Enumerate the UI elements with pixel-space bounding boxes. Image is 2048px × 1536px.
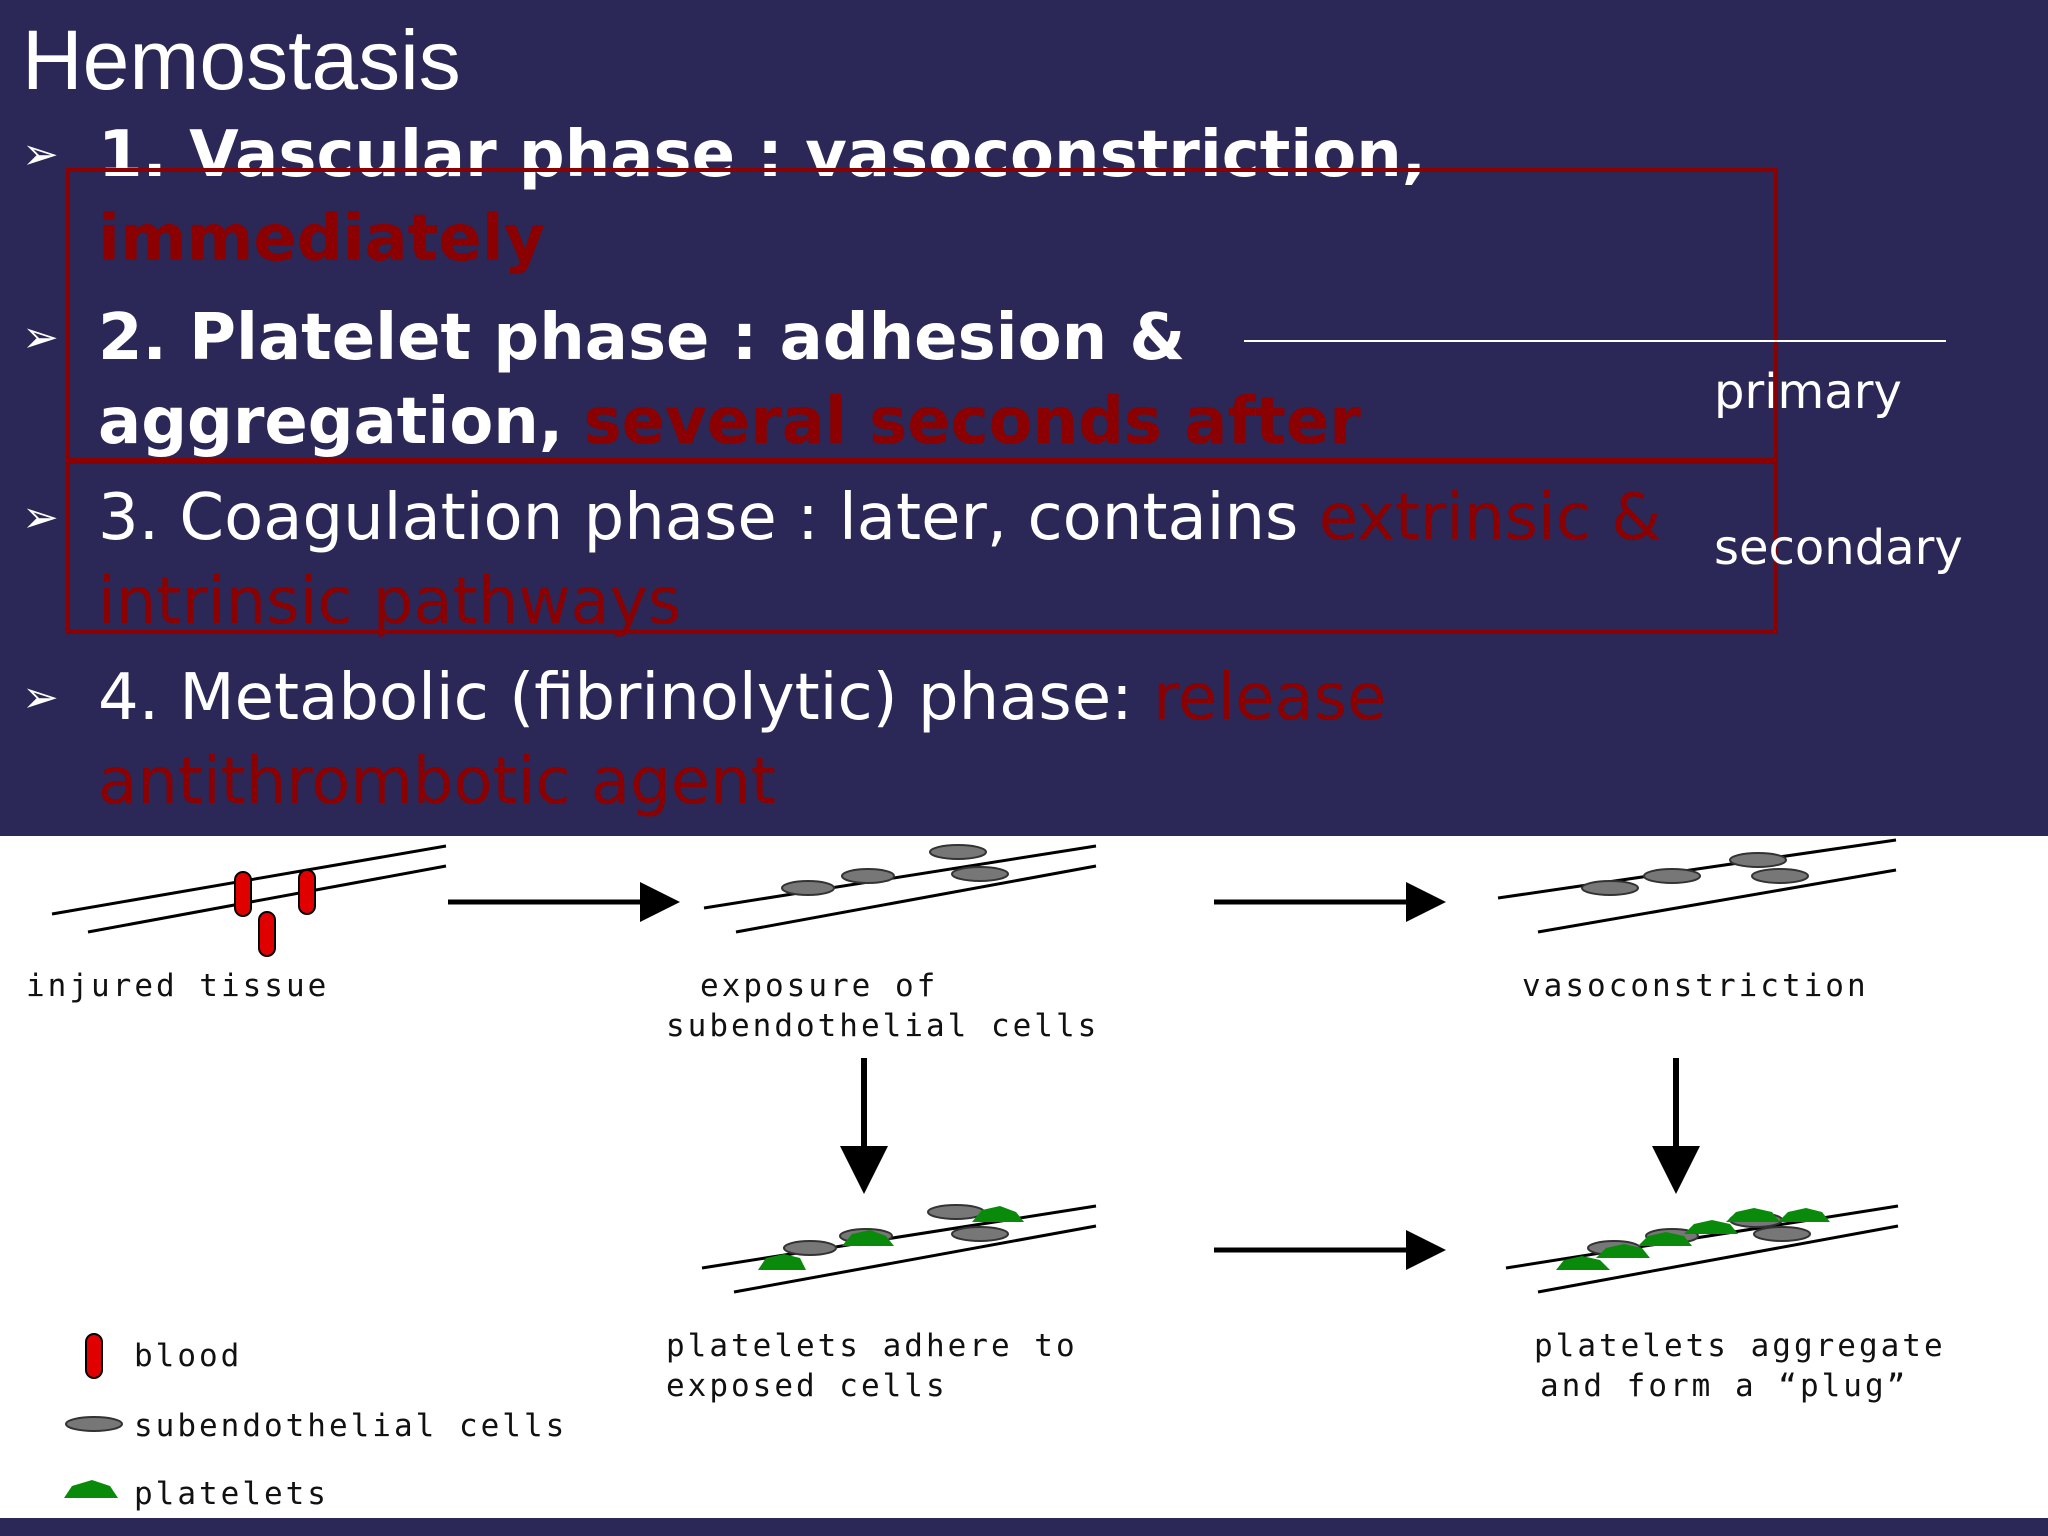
subendothelial-cell-icon	[781, 880, 835, 896]
caption-aggregate-line1: platelets aggregate	[1534, 1328, 1946, 1364]
platelet-icon	[758, 1254, 806, 1270]
panel-vasoconstriction: vasoconstriction	[1497, 838, 1897, 1004]
platelet-icon	[1778, 1208, 1830, 1222]
platelet-icon	[1684, 1220, 1738, 1234]
diagram-legend: blood subendothelial cells platelets	[64, 1333, 567, 1512]
secondary-hemostasis-box	[66, 460, 1778, 634]
platelet-icon	[842, 1230, 894, 1246]
bullet-platelet-text: 2. Platelet phase : adhesion & aggregati…	[98, 301, 1186, 459]
subendothelial-cell-icon	[841, 868, 895, 884]
legend-subendothelial-label: subendothelial cells	[134, 1408, 567, 1444]
bullet-marker-4: ➢	[22, 672, 59, 723]
subendothelial-cell-icon	[951, 866, 1009, 882]
bullet-metabolic-text: 4. Metabolic (fibrinolytic) phase:	[98, 661, 1133, 735]
subendothelial-cell-icon	[951, 1226, 1009, 1242]
primary-label: primary	[1714, 364, 1902, 420]
bullet-coagulation-text: 3. Coagulation phase : later, contains	[98, 481, 1299, 555]
caption-exposure-line2: subendothelial cells	[666, 1008, 1099, 1044]
slide-header-area: Hemostasis ➢ 1. Vascular phase : vasocon…	[22, 13, 1963, 824]
subendothelial-cell-icon	[1753, 1226, 1811, 1242]
diagram-svg: injured tissue exposure of subendothelia…	[26, 838, 1946, 1512]
bullet-metabolic-agent: release antithrombotic agent	[98, 661, 1387, 819]
legend-subendothelial-icon	[65, 1416, 123, 1432]
bullet-marker-1: ➢	[22, 129, 59, 180]
bullet-coagulation-pathways: extrinsic & intrinsic pathways	[98, 481, 1662, 639]
bullet-vascular-text: 1. Vascular phase : vasoconstriction,	[98, 118, 1427, 192]
bullet-vascular-phase: 1. Vascular phase : vasoconstriction, im…	[98, 113, 1798, 281]
panel-injured-tissue: injured tissue	[26, 844, 447, 1004]
legend-blood-label: blood	[134, 1338, 242, 1374]
legend-platelets-label: platelets	[134, 1476, 329, 1512]
caption-vasoconstriction: vasoconstriction	[1522, 968, 1869, 1004]
bullet-marker-2: ➢	[22, 312, 59, 363]
blood-cell-icon	[258, 911, 276, 957]
bullet-vascular-timing: immediately	[98, 202, 546, 276]
legend-blood-icon	[85, 1333, 103, 1379]
footer-bar	[0, 1518, 2048, 1536]
primary-hemostasis-box	[66, 168, 1778, 462]
blood-cell-icon	[234, 871, 252, 917]
caption-injured-tissue: injured tissue	[26, 968, 329, 1004]
legend-platelet-icon	[64, 1480, 118, 1498]
caption-exposure-line1: exposure of	[700, 968, 938, 1004]
subendothelial-cell-icon	[1581, 880, 1639, 896]
platelet-icon	[1596, 1244, 1650, 1258]
divider-line	[1244, 340, 1946, 342]
panel-platelets-adhere: platelets adhere to exposed cells	[666, 1204, 1097, 1404]
bullet-platelet-timing: several seconds after	[583, 385, 1361, 459]
platelet-icon	[1556, 1256, 1610, 1270]
platelet-icon	[972, 1206, 1024, 1222]
subendothelial-cell-icon	[929, 844, 987, 860]
secondary-label: secondary	[1714, 520, 1963, 576]
subendothelial-cell-icon	[927, 1204, 985, 1220]
bullet-platelet-phase: 2. Platelet phase : adhesion & aggregati…	[98, 296, 1478, 464]
bullet-metabolic-phase: 4. Metabolic (fibrinolytic) phase: relea…	[98, 656, 1558, 824]
hemostasis-diagram: injured tissue exposure of subendothelia…	[0, 836, 2048, 1518]
platelet-icon	[1638, 1232, 1692, 1246]
panel-platelets-aggregate: platelets aggregate and form a “plug”	[1505, 1204, 1946, 1404]
bullet-marker-3: ➢	[22, 492, 59, 543]
subendothelial-cell-icon	[1729, 852, 1787, 868]
slide-title: Hemostasis	[22, 13, 461, 107]
subendothelial-cell-icon	[783, 1240, 837, 1256]
panel-exposure: exposure of subendothelial cells	[666, 844, 1099, 1044]
subendothelial-cell-icon	[1643, 868, 1701, 884]
caption-adhere-line2: exposed cells	[666, 1368, 948, 1404]
blood-cell-icon	[298, 869, 316, 915]
subendothelial-cell-icon	[1751, 868, 1809, 884]
caption-aggregate-line2: and form a “plug”	[1540, 1368, 1908, 1404]
bullet-coagulation-phase: 3. Coagulation phase : later, contains e…	[98, 476, 1758, 644]
caption-adhere-line1: platelets adhere to	[666, 1328, 1078, 1364]
platelet-icon	[1726, 1208, 1780, 1222]
